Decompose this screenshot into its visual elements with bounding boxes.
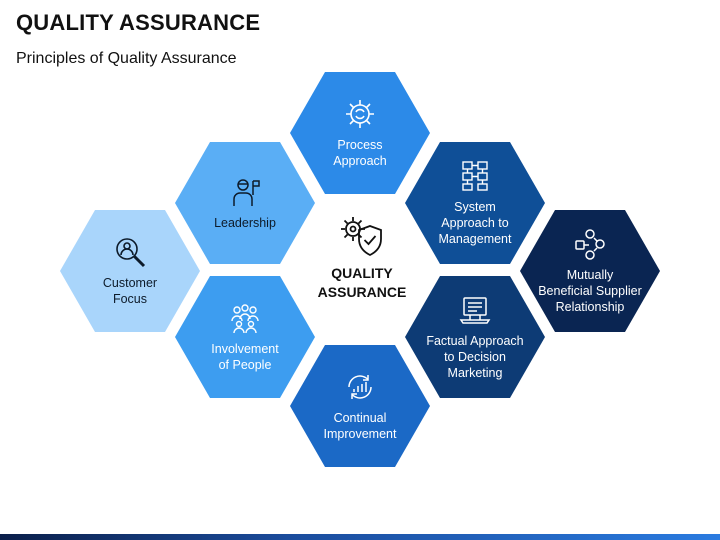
footer-bar <box>0 534 720 540</box>
hex-mutually-beneficial: Mutually Beneficial Supplier Relationshi… <box>520 210 660 332</box>
center-quality-assurance: QUALITY ASSURANCE <box>303 212 421 312</box>
page-title: QUALITY ASSURANCE <box>16 10 261 35</box>
involvement-line1: Involvement <box>211 342 279 356</box>
leadership-label: Leadership <box>214 216 276 230</box>
mutual-line3: Relationship <box>555 300 625 314</box>
hex-system-approach: System Approach to Management <box>405 142 545 264</box>
system-line1: System <box>454 200 496 214</box>
process-line1: Process <box>337 138 383 152</box>
system-line2: Approach to <box>441 216 509 230</box>
hex-leadership: Leadership <box>175 142 315 264</box>
laptop-icon <box>459 297 491 324</box>
involvement-line2: of People <box>218 358 272 372</box>
gear-shield-icon <box>341 217 382 257</box>
continual-line2: Improvement <box>323 427 397 441</box>
search-person-icon <box>116 238 146 268</box>
center-line1: QUALITY <box>331 265 393 281</box>
hex-customer-focus: Customer Focus <box>60 210 200 332</box>
factual-line3: Marketing <box>447 366 503 380</box>
customer-line2: Focus <box>112 292 148 306</box>
system-line3: Management <box>438 232 512 246</box>
handshake-icon <box>575 229 605 260</box>
factual-line2: to Decision <box>444 350 506 364</box>
gear-cycle-icon <box>346 100 374 128</box>
mutual-line1: Mutually <box>566 268 614 282</box>
center-line2: ASSURANCE <box>317 284 407 300</box>
customer-line1: Customer <box>102 276 158 290</box>
hex-continual-improvement: Continual Improvement <box>290 345 430 467</box>
hex-factual-approach: Factual Approach to Decision Marketing <box>405 276 545 398</box>
page-subtitle: Principles of Quality Assurance <box>16 50 237 67</box>
hex-process-approach: Process Approach <box>290 72 430 194</box>
improvement-icon <box>348 375 372 399</box>
process-line2: Approach <box>333 154 387 168</box>
hex-involvement-of-people: Involvement of People <box>175 276 315 398</box>
continual-line1: Continual <box>333 411 387 425</box>
people-icon <box>231 304 259 334</box>
flowchart-icon <box>462 161 488 191</box>
factual-line1: Factual Approach <box>426 334 524 348</box>
leader-icon <box>233 179 260 206</box>
mutual-line2: Beneficial Supplier <box>538 284 642 298</box>
